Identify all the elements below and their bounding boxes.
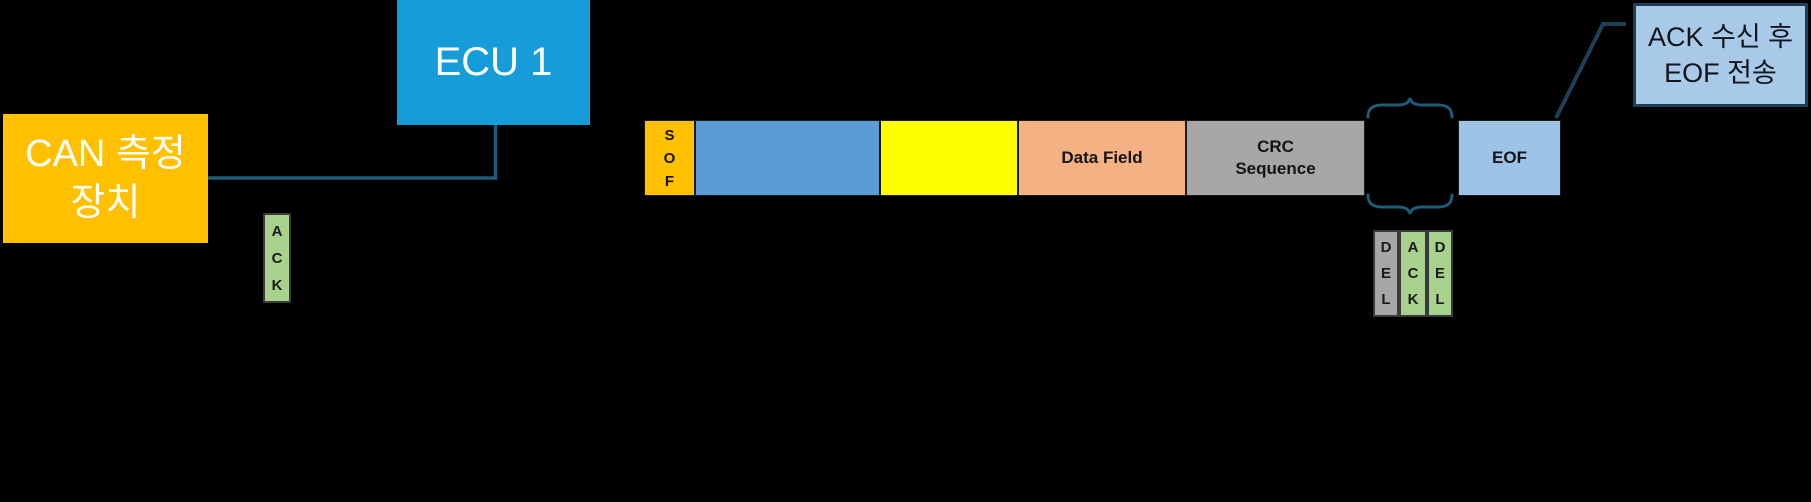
ack-slot-del-left-label: D E L — [1380, 238, 1392, 308]
ecu1-box: ECU 1 — [397, 0, 590, 125]
connector-eof-callout — [1554, 22, 1626, 119]
ack-bit-box: A C K — [263, 213, 291, 303]
ack-slot-del-right-box: D E L — [1427, 230, 1453, 317]
frame-field-data: Data Field — [1018, 120, 1186, 196]
ack-slot-brace-bottom — [1366, 193, 1454, 215]
ack-slot-ack-label: A C K — [1407, 238, 1419, 308]
frame-field-control — [880, 120, 1018, 196]
callout-label: ACK 수신 후 EOF 전송 — [1647, 22, 1794, 88]
frame-field-arbitration — [695, 120, 880, 196]
ack-bit-label: A C K — [271, 222, 283, 294]
ack-slot-del-left-box: D E L — [1373, 230, 1399, 317]
crc-label: CRC Sequence — [1235, 137, 1316, 178]
connector-can-ecu — [208, 125, 498, 180]
ack-slot-del-right-label: D E L — [1434, 238, 1446, 308]
can-device-label: CAN 측정 장치 — [25, 132, 186, 224]
sof-label: S O F — [663, 126, 676, 190]
frame-field-eof: EOF — [1458, 120, 1561, 196]
ack-slot-brace-top — [1366, 97, 1454, 119]
eof-label: EOF — [1492, 148, 1527, 167]
ecu1-label: ECU 1 — [434, 40, 553, 84]
ack-slot-ack-box: A C K — [1399, 230, 1427, 317]
can-device-box: CAN 측정 장치 — [3, 114, 208, 243]
frame-field-crc: CRC Sequence — [1186, 120, 1365, 196]
callout-box: ACK 수신 후 EOF 전송 — [1633, 3, 1808, 107]
frame-field-sof: S O F — [644, 120, 695, 196]
data-field-label: Data Field — [1061, 148, 1143, 167]
